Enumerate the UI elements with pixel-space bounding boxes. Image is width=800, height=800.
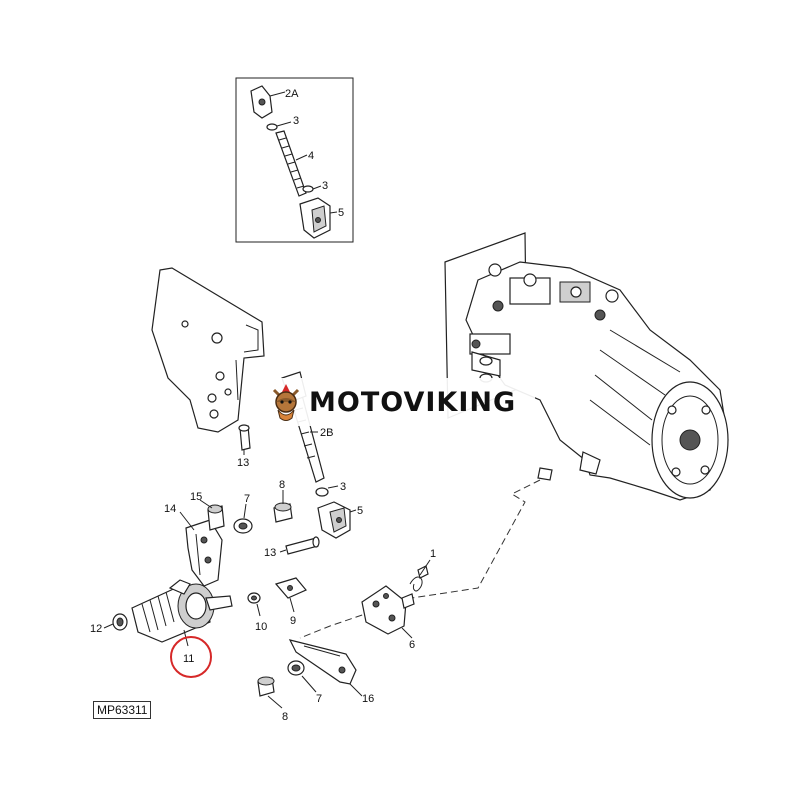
watermark-banner: MOTOVIKING xyxy=(263,378,535,426)
callout-14: 14 xyxy=(164,503,176,515)
leader-lines xyxy=(103,431,431,709)
callout-4: 4 xyxy=(308,150,314,162)
callout-3: 3 xyxy=(340,481,346,493)
nut-10 xyxy=(247,592,261,604)
clevis-9 xyxy=(274,577,307,599)
callout-7-upper: 7 xyxy=(244,493,250,505)
callout-6: 6 xyxy=(409,639,415,651)
spring-clip-1 xyxy=(409,565,429,592)
callout-2b: 2B xyxy=(320,427,333,439)
callout-12: 12 xyxy=(90,623,102,635)
inset-washer-3-bottom xyxy=(302,185,314,193)
callout-13-lower: 13 xyxy=(264,547,276,559)
highlight-part-11: 11 xyxy=(170,636,212,678)
callout-5-inset: 5 xyxy=(338,207,344,219)
callout-13-upper: 13 xyxy=(237,457,249,469)
nut-12 xyxy=(112,613,128,631)
callout-3-inset-top: 3 xyxy=(293,115,299,127)
reference-code: MP63311 xyxy=(93,701,152,719)
inset-rod-end-2a xyxy=(250,85,273,119)
callout-1: 1 xyxy=(430,548,436,560)
bracket-14 xyxy=(185,519,223,587)
callout-3-inset-bottom: 3 xyxy=(322,180,328,192)
callout-8-upper: 8 xyxy=(279,479,285,491)
watermark-text: MOTOVIKING xyxy=(309,386,517,418)
inset-washer-3-top xyxy=(266,123,278,131)
callout-15: 15 xyxy=(190,491,202,503)
bolt-15 xyxy=(207,504,225,531)
inset-detail: 2A 3 4 3 5 xyxy=(235,77,354,243)
solenoid-11 xyxy=(131,579,233,643)
bolt-13-upper xyxy=(238,424,251,451)
mounting-bracket-plate xyxy=(151,267,265,433)
callout-16: 16 xyxy=(362,693,374,705)
callout-5: 5 xyxy=(357,505,363,517)
pin-13-lower xyxy=(285,536,320,555)
highlight-circle xyxy=(170,636,212,678)
bolt-8-lower xyxy=(257,676,275,697)
viking-logo-icon xyxy=(263,378,309,426)
washer-3 xyxy=(315,487,329,497)
lever-plate-6 xyxy=(361,585,415,635)
callout-2a: 2A xyxy=(285,88,299,100)
callout-11: 11 xyxy=(183,653,194,665)
inset-clevis-5 xyxy=(299,197,331,239)
nut-7-upper xyxy=(233,518,253,534)
bolt-8-upper xyxy=(273,502,293,523)
pump-control-lever-stub xyxy=(537,467,553,481)
callout-9: 9 xyxy=(290,615,296,627)
callout-10: 10 xyxy=(255,621,267,633)
callout-7-lower: 7 xyxy=(316,693,322,705)
linkage-dashed-path xyxy=(299,479,541,639)
nut-7-lower xyxy=(287,660,305,676)
callout-8-lower: 8 xyxy=(282,711,288,723)
hydrostatic-pump-assembly xyxy=(444,232,729,501)
clevis-5 xyxy=(317,501,351,539)
inset-threaded-rod-4 xyxy=(275,130,307,197)
